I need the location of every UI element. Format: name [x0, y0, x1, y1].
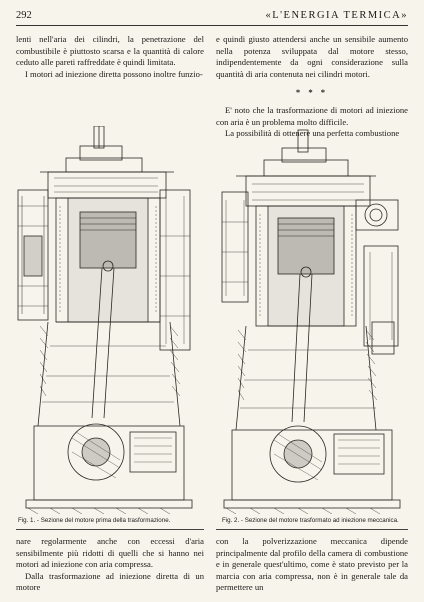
paragraph: I motori ad iniezione diretta possono in…: [25, 68, 203, 79]
paragraph: E' noto che la trasformazione di motori …: [216, 104, 408, 127]
section-separator: * * *: [295, 87, 329, 98]
engine-section-drawing-2: [221, 129, 401, 514]
paragraph: con la polverizzazione meccanica dipende…: [216, 536, 408, 593]
engine-section-drawing-1: [17, 126, 193, 514]
figure-1-engine-section: [10, 126, 206, 514]
bottom-left-column: nare regolarmente anche con eccessi d'ar…: [16, 536, 204, 594]
figure-2-engine-section: [214, 126, 414, 514]
page-number: 292: [16, 10, 32, 21]
paragraph: nare regolarmente anche con eccessi d'ar…: [16, 536, 204, 570]
journal-title: «L'ENERGIA TERMICA»: [265, 10, 408, 21]
figure-1-caption: Fig. 1. - Sezione del motore prima della…: [18, 517, 171, 524]
paragraph: lenti nell'aria dei cilindri, la penetra…: [16, 34, 204, 68]
paragraph: e quindi giusto attendersi anche un sens…: [216, 34, 408, 79]
running-header: 292 «L'ENERGIA TERMICA»: [16, 10, 408, 26]
paragraph: Dalla trasformazione ad iniezione dirett…: [16, 570, 204, 593]
caption-rule: [16, 529, 204, 530]
bottom-right-column: con la polverizzazione meccanica dipende…: [216, 536, 408, 594]
figure-2-caption: Fig. 2. - Sezione del motore trasformato…: [222, 517, 399, 524]
top-right-column: e quindi giusto attendersi anche un sens…: [216, 34, 408, 140]
top-left-column: lenti nell'aria dei cilindri, la penetra…: [16, 34, 204, 80]
caption-rule: [216, 529, 408, 530]
header-rule: [16, 25, 408, 26]
paragraph: La possibilità di ottenere una perfetta …: [225, 128, 400, 139]
